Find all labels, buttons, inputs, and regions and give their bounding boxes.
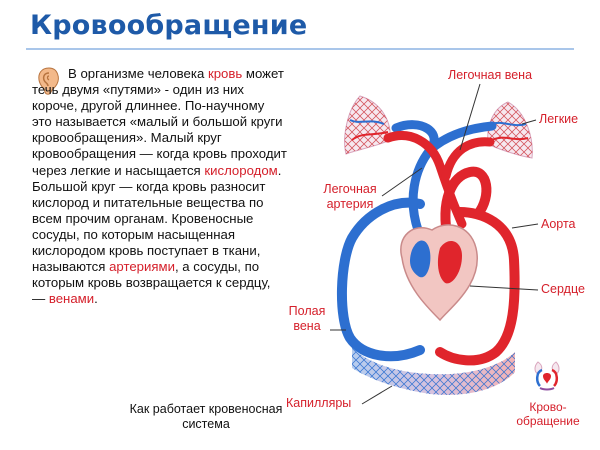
text-part-4: , а сосуды, по которым кровь возвращаетс… xyxy=(32,259,271,307)
aorta-vessel xyxy=(440,166,492,245)
circulation-mini-icon[interactable] xyxy=(532,356,562,392)
text-oxygen: кислородом xyxy=(204,162,278,178)
text-blood: кровь xyxy=(207,66,243,81)
label-capillaries: Капилляры xyxy=(286,396,352,410)
label-vena-cava: Полая вена xyxy=(288,304,326,333)
vena-cava-vessel xyxy=(336,197,425,362)
text-part-2: может течь двумя «путями» - один из них … xyxy=(32,66,287,178)
page-title: Кровообращение xyxy=(30,10,308,41)
text-veins: венами xyxy=(48,291,95,307)
title-divider xyxy=(26,48,574,50)
label-heart: Сердце xyxy=(541,282,585,296)
text-part-3: . Большой круг — когда кровь разносит ки… xyxy=(32,162,282,275)
text-part-1: В организме человека xyxy=(68,66,208,81)
label-aorta: Аорта xyxy=(541,217,576,231)
pulmonary-artery-branch xyxy=(425,121,497,155)
left-lung xyxy=(344,95,391,155)
right-lung xyxy=(487,101,533,159)
leader-lines xyxy=(330,83,539,405)
intro-text: В организме человека кровь может течь дв… xyxy=(32,66,287,307)
ear-icon xyxy=(38,67,59,95)
label-lungs: Легкие xyxy=(539,112,579,126)
pulmonary-vein-vessel xyxy=(383,131,467,229)
mini-caption[interactable]: Крово-обращение xyxy=(516,400,580,428)
systemic-artery-vessel xyxy=(435,207,520,366)
label-pulmonary-artery: Легочная артерия xyxy=(323,182,377,211)
capillary-bed xyxy=(352,348,515,395)
left-caption: Как работает кровеносная система xyxy=(129,402,283,431)
text-arteries: артериями xyxy=(109,259,175,275)
label-pulmonary-vein: Легочная вена xyxy=(448,68,533,82)
heart xyxy=(400,224,479,322)
text-part-5: . xyxy=(94,291,98,307)
pulmonary-vein-branch xyxy=(441,137,495,181)
